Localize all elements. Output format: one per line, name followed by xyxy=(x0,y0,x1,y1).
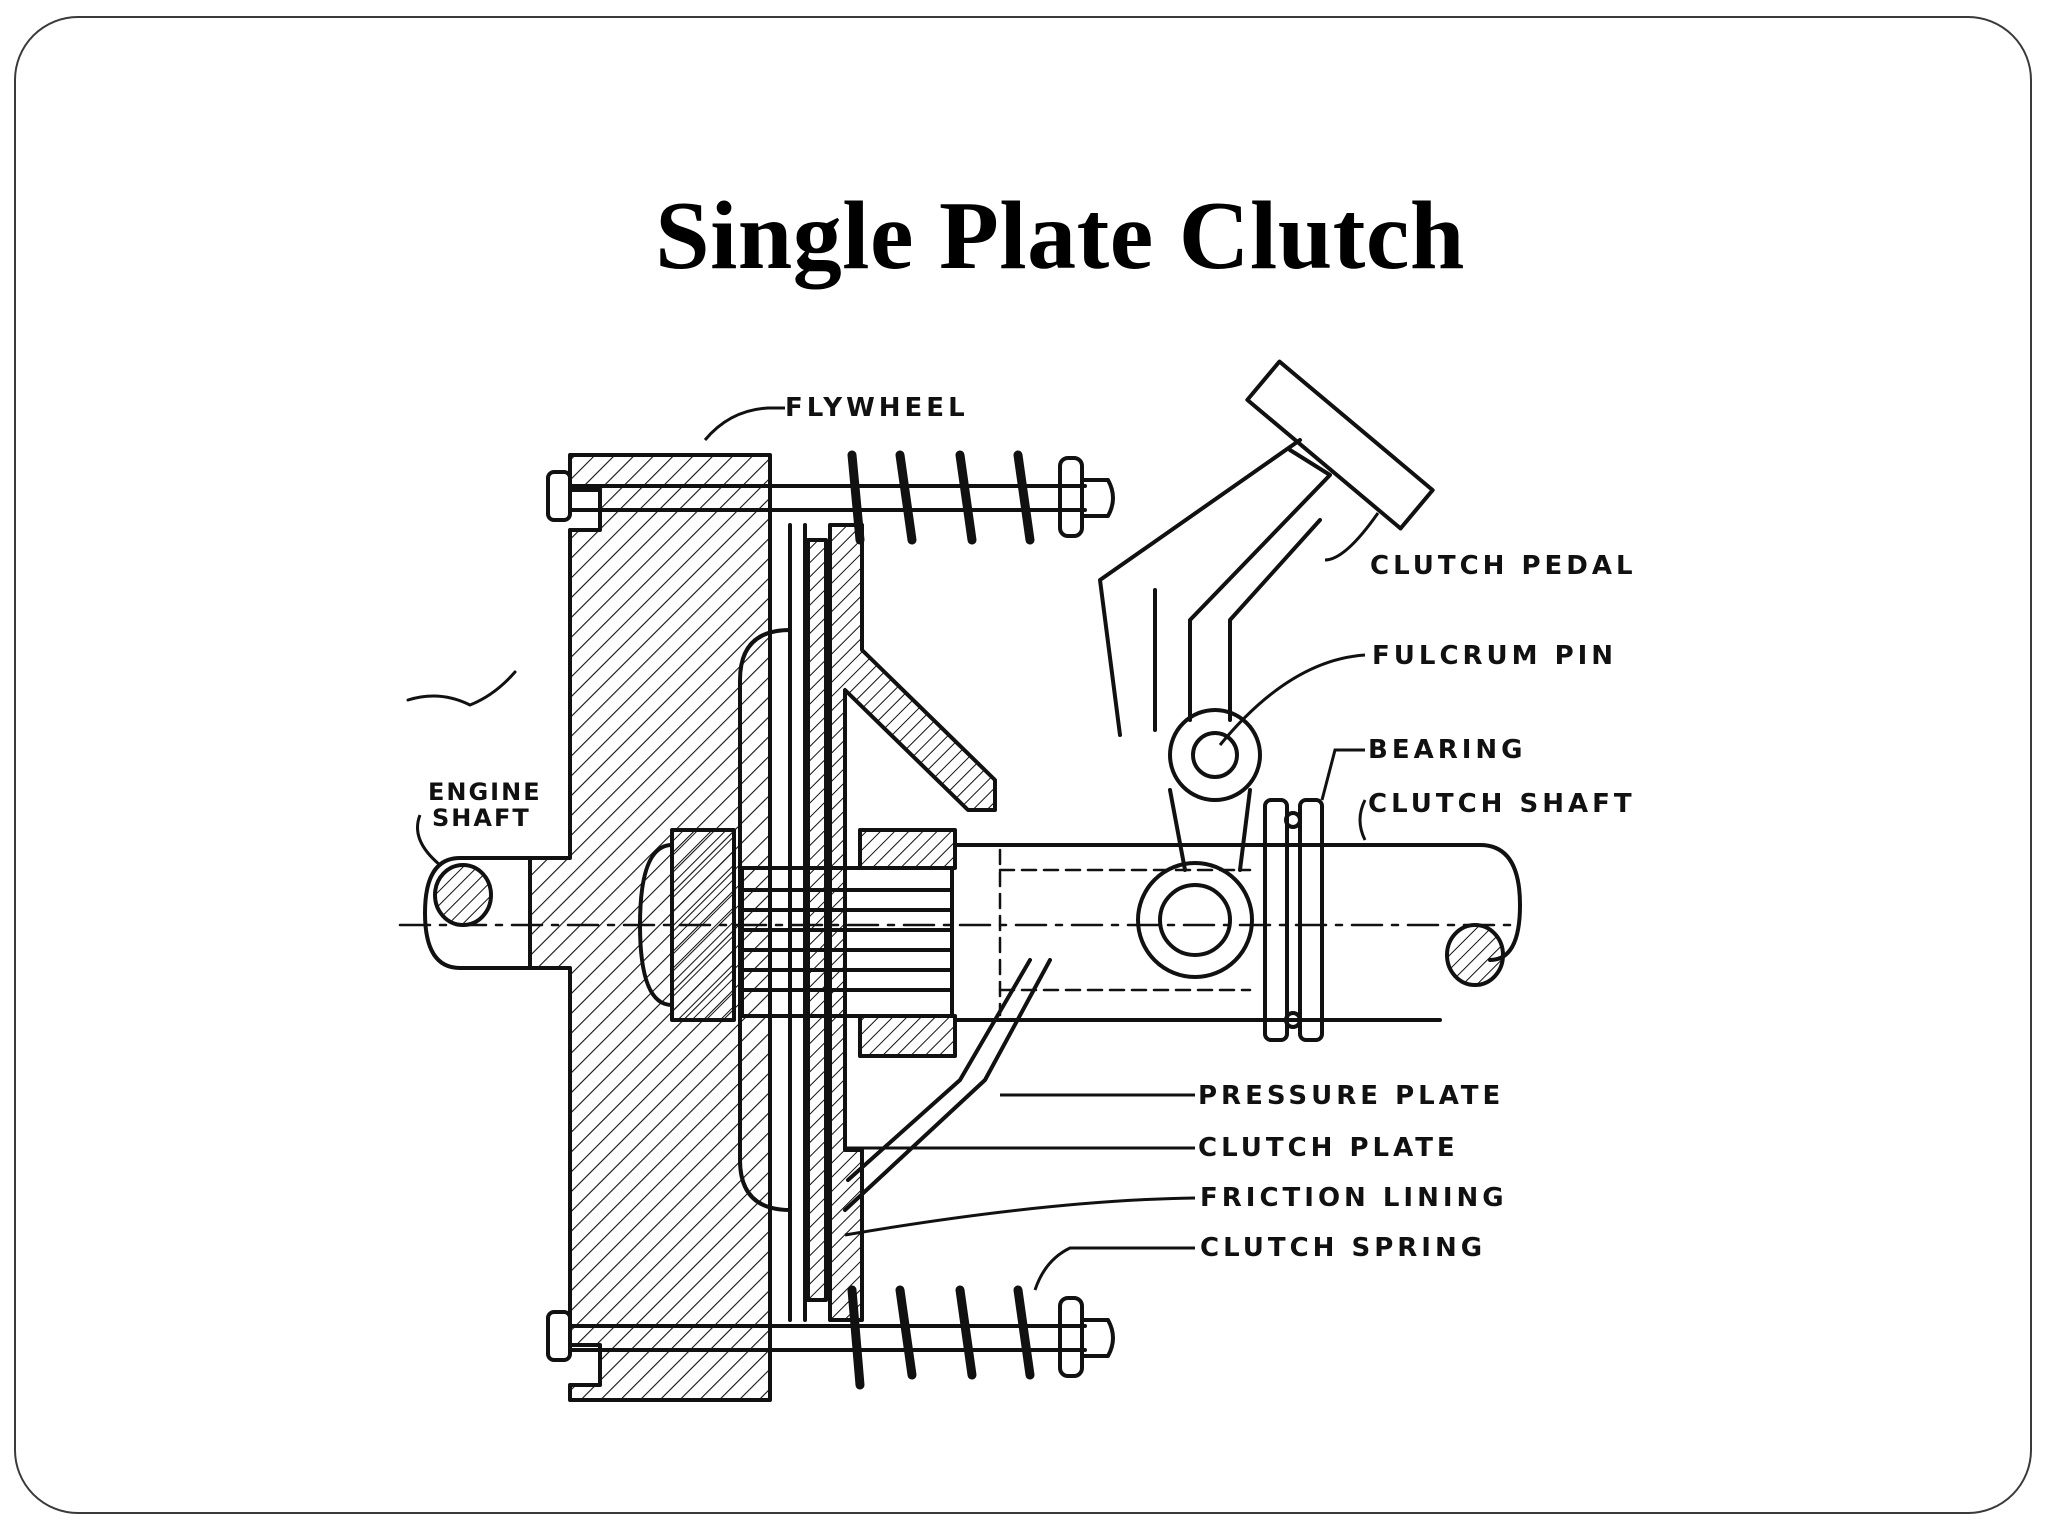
clutch-plate xyxy=(738,523,807,1322)
flywheel xyxy=(528,453,772,1402)
label-clutch-spring: CLUTCH SPRING xyxy=(1200,1233,1486,1263)
top-stud-bolt xyxy=(546,456,1115,538)
clutch-pedal-lever xyxy=(1098,359,1435,979)
label-bearing: BEARING xyxy=(1368,735,1527,765)
label-engine-shaft-line2: SHAFT xyxy=(432,804,531,832)
sketch-mark xyxy=(406,670,517,707)
label-engine-shaft-line1: ENGINE xyxy=(428,778,542,806)
bottom-stud-bolt xyxy=(546,1296,1115,1378)
bottom-clutch-spring xyxy=(847,1285,1035,1390)
label-clutch-pedal: CLUTCH PEDAL xyxy=(1370,551,1637,581)
label-clutch-plate: CLUTCH PLATE xyxy=(1198,1133,1459,1163)
leader-lines xyxy=(416,406,1380,1291)
friction-lining xyxy=(806,538,828,1302)
clutch-shaft xyxy=(953,843,1522,1022)
bearing xyxy=(1263,798,1324,1042)
label-pressure-plate: PRESSURE PLATE xyxy=(1198,1081,1504,1111)
slide-title: Single Plate Clutch xyxy=(655,182,1465,290)
label-flywheel: FLYWHEEL xyxy=(785,393,969,423)
engine-shaft xyxy=(398,856,1512,970)
pressure-plate xyxy=(828,523,1052,1322)
label-friction-lining: FRICTION LINING xyxy=(1200,1183,1508,1213)
slide-frame xyxy=(14,16,2032,1514)
splined-hub xyxy=(638,828,957,1058)
top-clutch-spring xyxy=(847,450,1035,545)
label-fulcrum-pin: FULCRUM PIN xyxy=(1372,641,1617,671)
label-clutch-shaft: CLUTCH SHAFT xyxy=(1368,789,1636,819)
